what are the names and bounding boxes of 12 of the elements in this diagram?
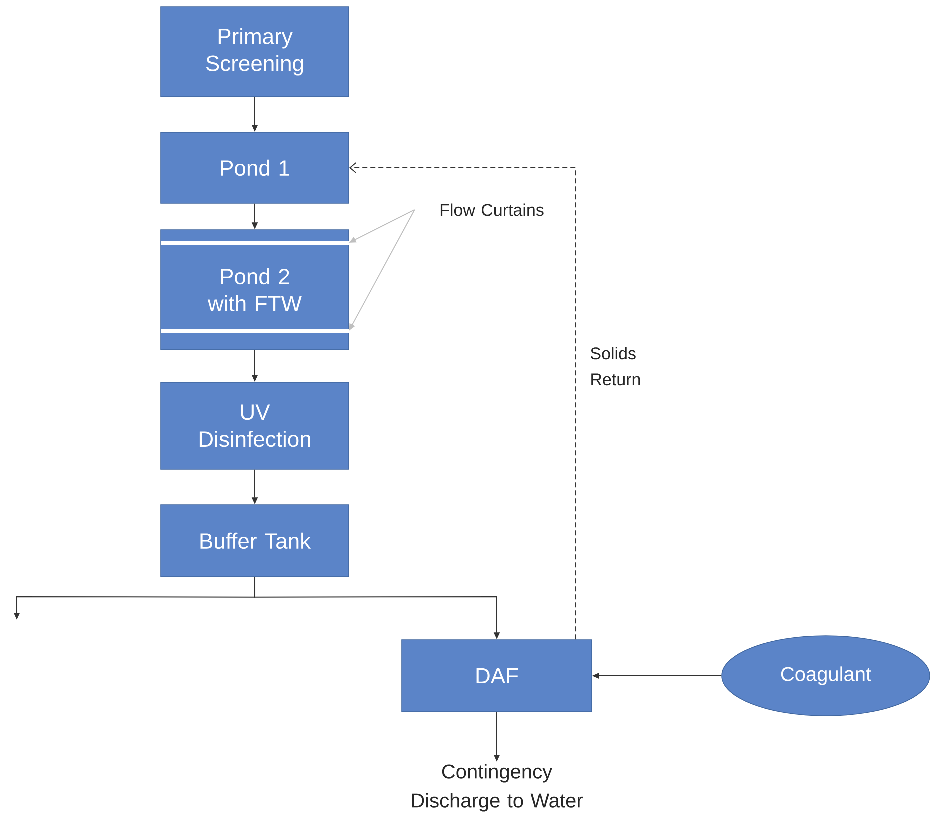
arrow xyxy=(349,162,576,640)
output-text: Contingency Discharge to Water xyxy=(412,764,583,812)
callout-text: Flow Curtains xyxy=(440,204,544,216)
flow-curtain xyxy=(161,328,349,333)
process-box: Pond 1 xyxy=(160,132,350,204)
flow-curtain xyxy=(161,240,349,245)
process-box: DAF xyxy=(402,640,592,712)
process-box: UV Disinfection xyxy=(160,382,350,470)
process-box: Pond 2 with FTW xyxy=(160,230,350,350)
process-box: Buffer Tank xyxy=(160,504,350,578)
process-box: Primary Screening xyxy=(160,6,350,98)
edge-label: Solids Return xyxy=(590,347,640,386)
